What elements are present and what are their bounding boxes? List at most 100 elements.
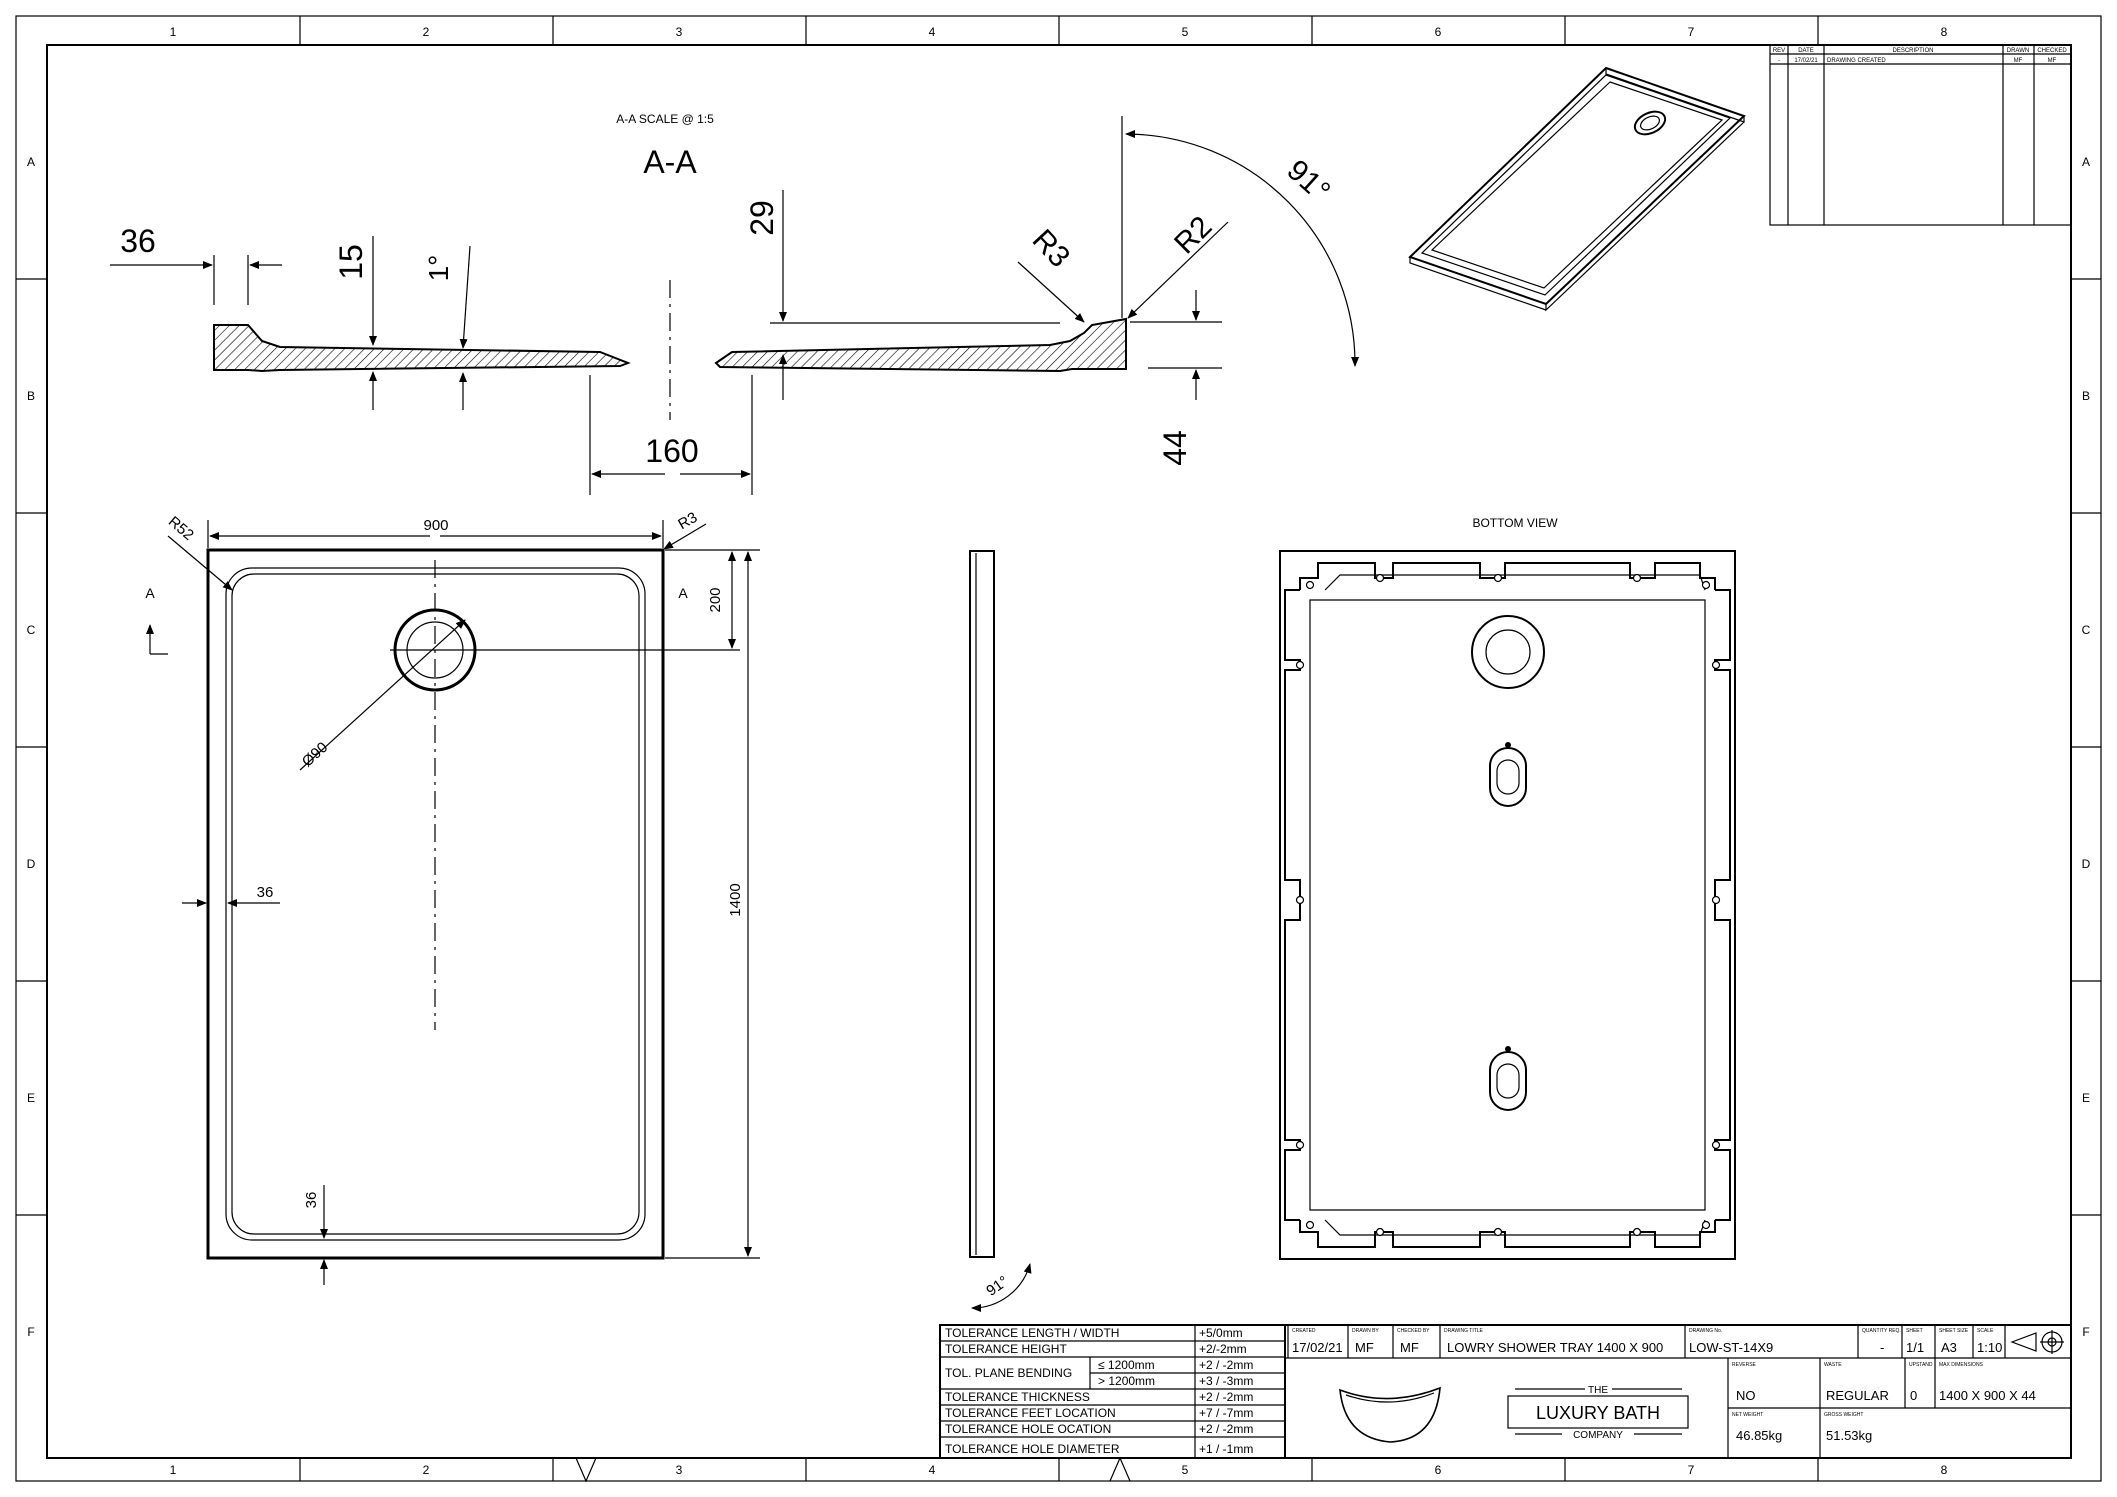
tb-label-reverse: REVERSE xyxy=(1732,1362,1757,1368)
tol-label-length-width: TOLERANCE LENGTH / WIDTH xyxy=(945,1326,1119,1340)
tolerance-table: TOLERANCE LENGTH / WIDTH +5/0mm TOLERANC… xyxy=(939,1324,1286,1459)
tb-label-sheet: SHEET xyxy=(1906,1328,1923,1334)
tb-label-scale: SCALE xyxy=(1977,1328,1994,1334)
dim-section-36: 36 xyxy=(120,223,156,259)
grid-col-2: 2 xyxy=(423,25,430,39)
revision-table: REV DATE DESCRIPTION DRAWN CHECKED - 17/… xyxy=(1769,44,2072,226)
dim-top-hole-diameter: Ø90 xyxy=(299,739,331,771)
rev-row-checked: MF xyxy=(2048,58,2057,64)
tb-size: A3 xyxy=(1941,1340,1957,1355)
tol-value-plane-le: +2 / -2mm xyxy=(1199,1358,1253,1372)
tol-label-feet-location: TOLERANCE FEET LOCATION xyxy=(945,1406,1116,1420)
dim-section-r3: R3 xyxy=(1026,223,1076,274)
tb-gross-weight: 51.53kg xyxy=(1826,1428,1872,1443)
tb-label-title: DRAWING TITLE xyxy=(1444,1328,1484,1334)
dim-top-side-36: 36 xyxy=(257,884,274,901)
tb-label-created: CREATED xyxy=(1292,1328,1316,1334)
tol-value-thickness: +2 / -2mm xyxy=(1199,1390,1253,1404)
grid-col-6-bottom: 6 xyxy=(1435,1463,1442,1477)
section-marker-left: A xyxy=(145,585,155,601)
grid-col-6: 6 xyxy=(1435,25,1442,39)
grid-row-c: C xyxy=(27,623,36,637)
rev-header-rev: REV xyxy=(1773,48,1785,54)
tol-value-hole-location: +2 / -2mm xyxy=(1199,1422,1253,1436)
dim-section-91deg: 91° xyxy=(1280,153,1336,208)
tb-label-net-weight: NET WEIGHT xyxy=(1732,1412,1763,1418)
dim-section-15: 15 xyxy=(333,244,369,280)
projection-symbol-icon xyxy=(2010,1330,2064,1354)
rev-row-drawn: MF xyxy=(2014,58,2023,64)
tb-label-checked: CHECKED BY xyxy=(1397,1328,1430,1334)
top-view: A A 900 R52 R3 200 1400 Ø90 36 xyxy=(145,509,760,1285)
tb-quantity: - xyxy=(1880,1340,1884,1355)
grid-row-labels-left: A B C D E F xyxy=(27,155,36,1339)
tb-reverse: NO xyxy=(1736,1388,1756,1403)
tb-drawn: MF xyxy=(1355,1340,1374,1355)
dim-section-160: 160 xyxy=(645,433,698,469)
grid-col-3-bottom: 3 xyxy=(676,1463,683,1477)
rev-row-date: 17/02/21 xyxy=(1794,58,1818,64)
grid-col-8-bottom: 8 xyxy=(1941,1463,1948,1477)
rev-header-checked: CHECKED xyxy=(2037,48,2067,54)
dim-section-r2: R2 xyxy=(1168,210,1218,260)
tb-net-weight: 46.85kg xyxy=(1736,1428,1782,1443)
tb-scale: 1:10 xyxy=(1977,1340,2002,1355)
title-block: CREATED DRAWN BY CHECKED BY DRAWING TITL… xyxy=(1284,1324,2072,1459)
tb-created: 17/02/21 xyxy=(1292,1340,1343,1355)
tb-label-gross-weight: GROSS WEIGHT xyxy=(1824,1412,1863,1418)
grid-row-f: F xyxy=(27,1325,34,1339)
grid-row-d: D xyxy=(27,857,36,871)
grid-col-8: 8 xyxy=(1941,25,1948,39)
rev-header-drawn: DRAWN xyxy=(2007,48,2029,54)
section-marker-right: A xyxy=(678,585,688,601)
rev-header-date: DATE xyxy=(1798,48,1814,54)
grid-row-e: E xyxy=(27,1091,35,1105)
tb-label-waste: WASTE xyxy=(1824,1362,1842,1368)
tb-waste: REGULAR xyxy=(1826,1388,1889,1403)
grid-col-7: 7 xyxy=(1688,25,1695,39)
dim-top-r52: R52 xyxy=(165,513,197,544)
basin-logo-icon xyxy=(1339,1386,1441,1443)
section-profile-left xyxy=(213,324,631,373)
tol-value-height: +2/-2mm xyxy=(1199,1342,1247,1356)
grid-col-1: 1 xyxy=(170,25,177,39)
tb-label-size: SHEET SIZE xyxy=(1939,1328,1969,1334)
tb-sheet: 1/1 xyxy=(1906,1340,1924,1355)
dim-section-44: 44 xyxy=(1157,430,1193,466)
tb-label-dimensions: MAX DIMENSIONS xyxy=(1939,1362,1984,1368)
grid-col-4-bottom: 4 xyxy=(929,1463,936,1477)
tol-label-plane-bending: TOL. PLANE BENDING xyxy=(945,1366,1072,1380)
grid-row-a: A xyxy=(27,155,35,169)
rev-row-description: DRAWING CREATED xyxy=(1827,58,1886,64)
section-a-a: A-A SCALE @ 1:5 A-A 36 15 1° 29 160 xyxy=(110,112,1360,495)
bottom-view-label: BOTTOM VIEW xyxy=(1472,516,1558,530)
grid-col-5-bottom: 5 xyxy=(1182,1463,1189,1477)
grid-col-7-bottom: 7 xyxy=(1688,1463,1695,1477)
tb-label-drawn: DRAWN BY xyxy=(1352,1328,1379,1334)
logo-the: THE xyxy=(1588,1385,1608,1396)
side-view-angle: 91° xyxy=(983,1273,1011,1300)
grid-column-labels-bottom: 1 2 3 4 5 6 7 8 xyxy=(170,1463,1948,1477)
tol-label-hole-location: TOLERANCE HOLE OCATION xyxy=(945,1422,1111,1436)
dim-section-29: 29 xyxy=(744,200,780,236)
grid-col-3: 3 xyxy=(676,25,683,39)
dim-top-bottom-36: 36 xyxy=(303,1192,320,1209)
logo-company: COMPANY xyxy=(1573,1430,1623,1441)
isometric-view xyxy=(1408,66,1746,312)
grid-row-c-right: C xyxy=(2082,623,2091,637)
tb-dimensions: 1400 X 900 X 44 xyxy=(1939,1388,2036,1403)
grid-row-e-right: E xyxy=(2082,1091,2090,1105)
grid-col-4: 4 xyxy=(929,25,936,39)
tb-checked: MF xyxy=(1400,1340,1419,1355)
tb-label-upstand: UPSTAND xyxy=(1909,1362,1933,1368)
rev-row-rev: - xyxy=(1778,58,1780,64)
grid-row-d-right: D xyxy=(2082,857,2091,871)
tol-value-plane-gt: +3 / -3mm xyxy=(1199,1374,1253,1388)
grid-col-1-bottom: 1 xyxy=(170,1463,177,1477)
grid-column-labels-top: 1 2 3 4 5 6 7 8 xyxy=(170,25,1948,39)
section-title: A-A xyxy=(643,144,697,180)
rev-header-description: DESCRIPTION xyxy=(1892,48,1933,54)
tb-number: LOW-ST-14X9 xyxy=(1689,1340,1773,1355)
tb-upstand: 0 xyxy=(1910,1388,1917,1403)
